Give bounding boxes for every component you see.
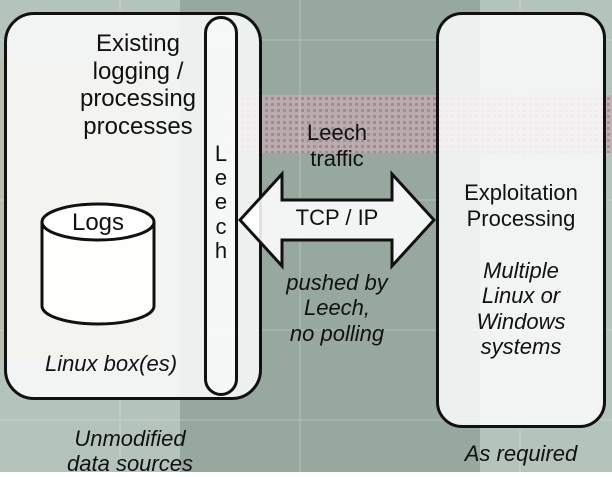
leech-bar-label: L e e c h (214, 141, 228, 263)
left-box-footer: Linux box(es) (44, 351, 178, 376)
left-caption: Unmodified data sources (67, 426, 193, 477)
right-box-subtitle: Multiple Linux or Windows systems (476, 258, 566, 359)
arrow-top-label: Leech traffic (307, 120, 367, 172)
left-box-title: Existing logging / processing processes (79, 30, 197, 140)
leech-bar (204, 16, 238, 396)
logs-label: Logs (71, 209, 125, 236)
right-caption: As required (464, 441, 578, 466)
logs-cylinder-icon (40, 202, 156, 326)
arrow-inner-label: TCP / IP (295, 205, 379, 230)
arrow-bottom-label: pushed by Leech, no polling (286, 270, 388, 346)
exploitation-box (436, 12, 606, 428)
double-arrow (238, 170, 436, 270)
right-box-title: Exploitation Processing (464, 180, 578, 232)
